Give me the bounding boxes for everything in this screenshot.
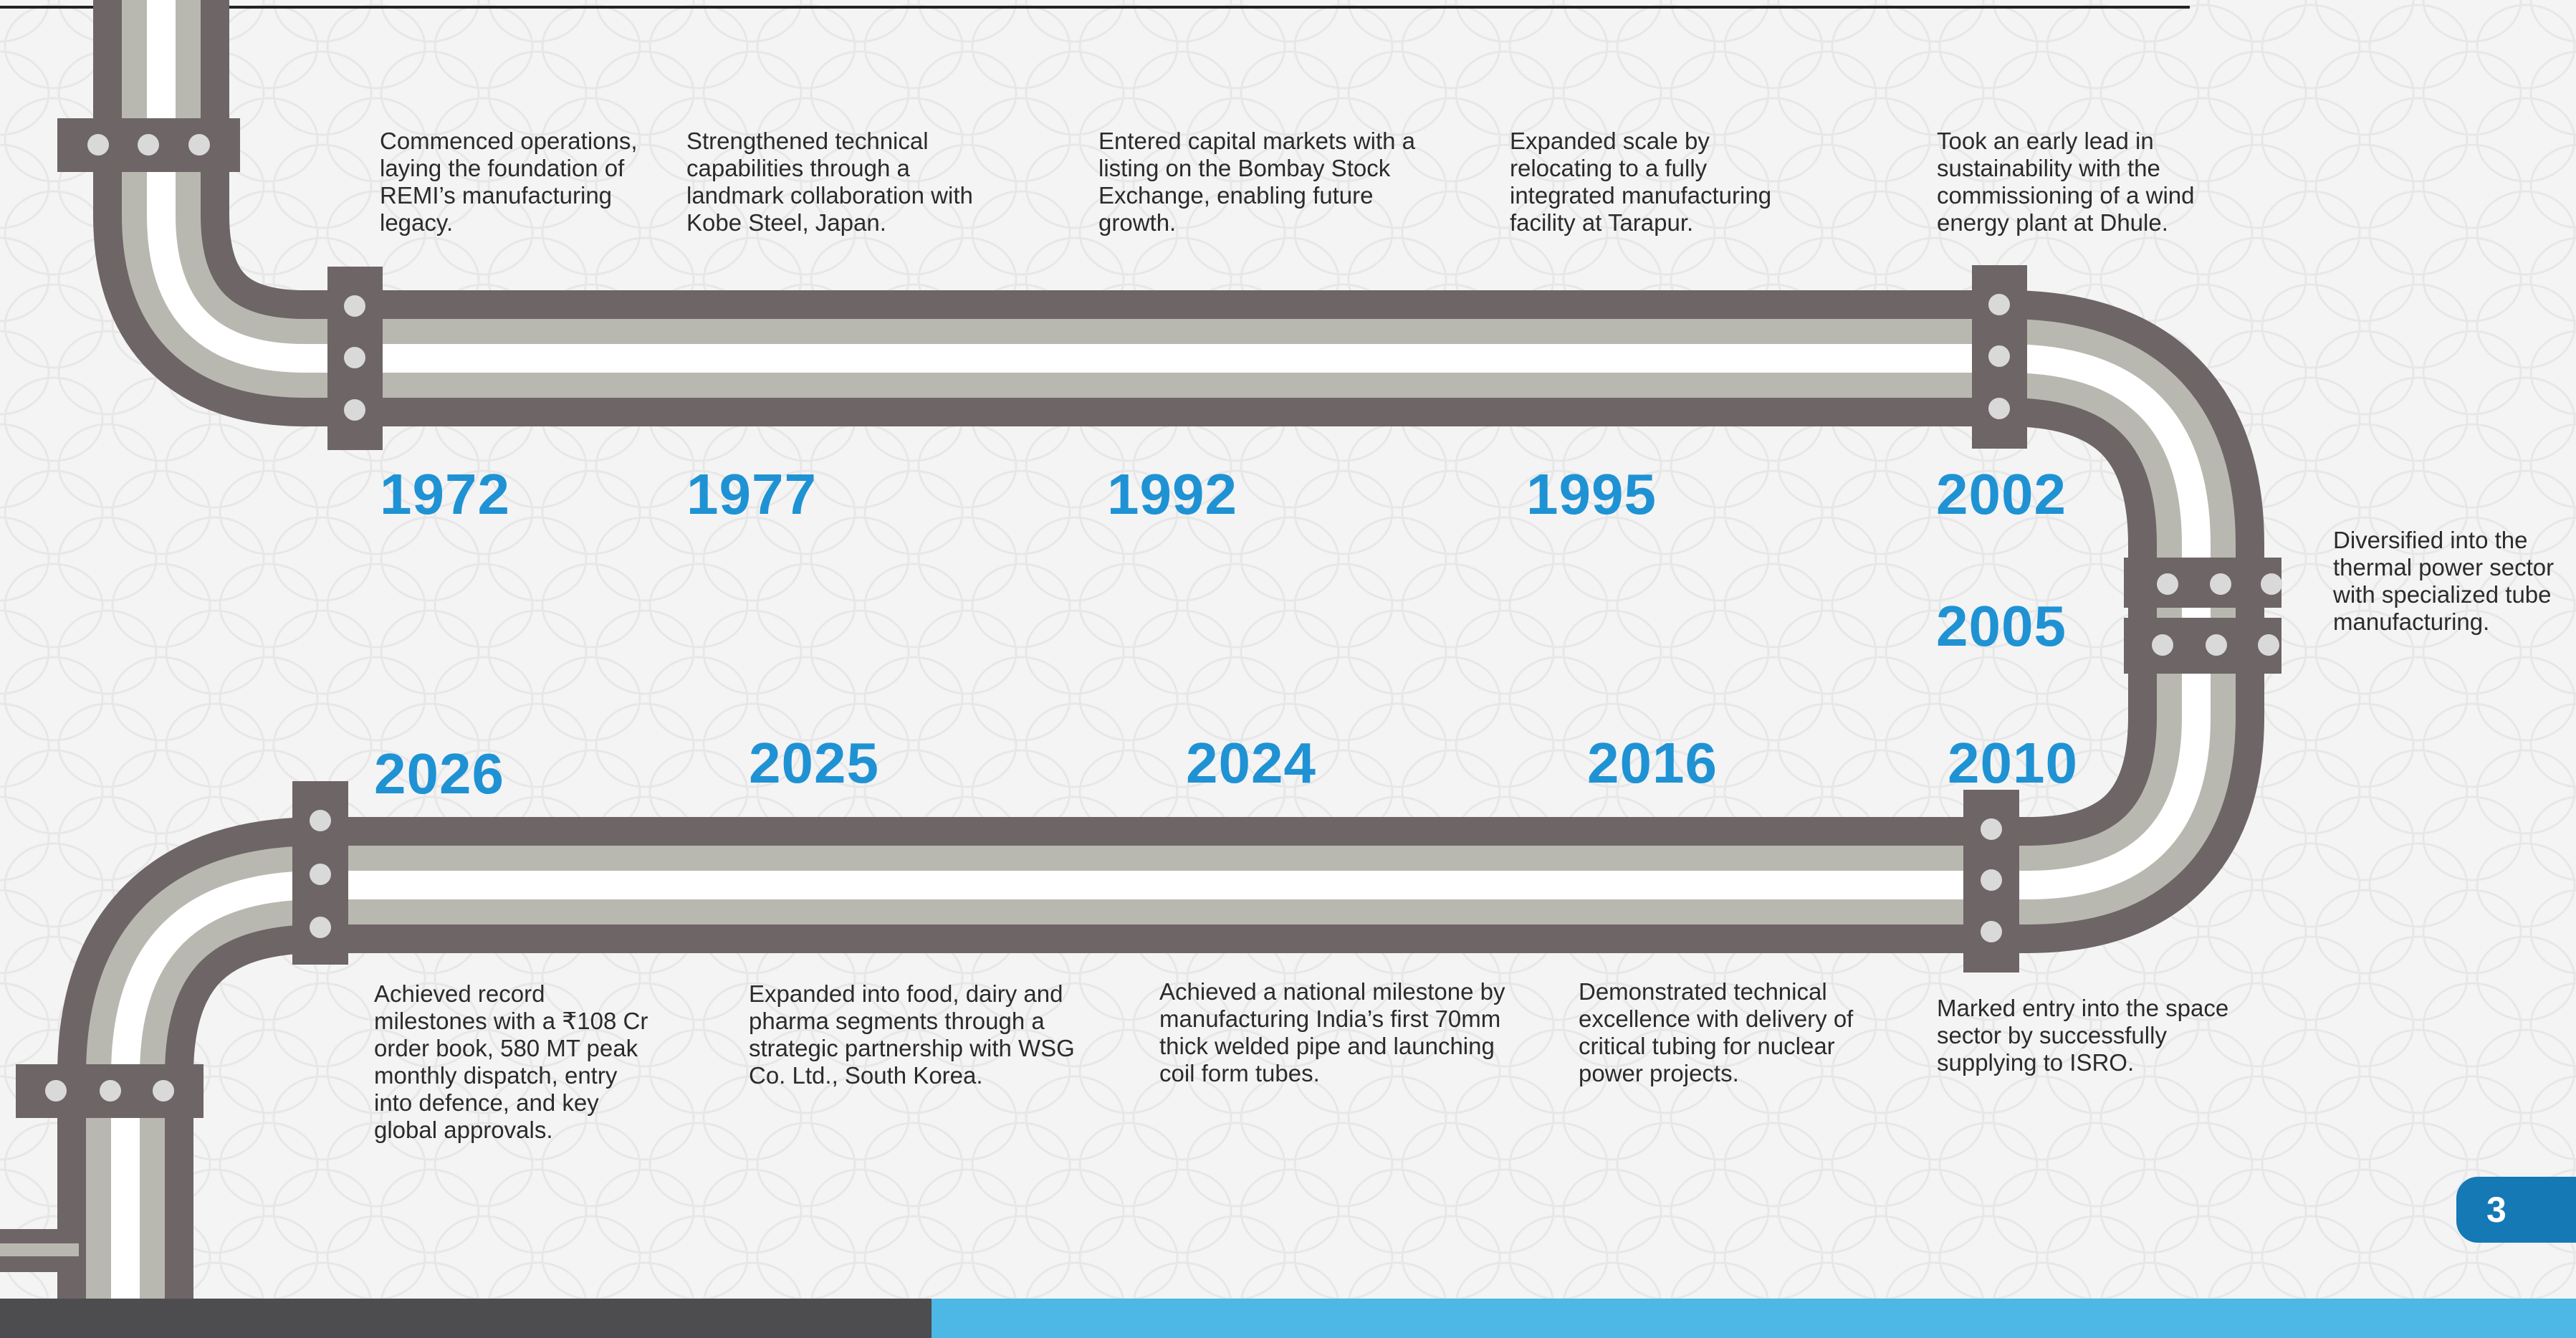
- milestone-2025-year: 2025: [749, 731, 879, 795]
- flange-1972: [327, 267, 383, 450]
- milestone-2005-text: Diversified into the thermal power secto…: [2333, 527, 2555, 635]
- flange-2005-lower: [2124, 618, 2281, 674]
- milestone-2002-year: 2002: [1936, 462, 2067, 526]
- milestone-2025-text: Expanded into food, dairy and pharma seg…: [749, 980, 1075, 1089]
- milestone-1992-year: 1992: [1107, 462, 1237, 526]
- flange-bottom-left: [16, 1064, 204, 1118]
- milestone-1995-text: Expanded scale by relocating to a fully …: [1510, 128, 1772, 236]
- milestone-1972-text: Commenced operations, laying the foundat…: [380, 128, 638, 236]
- milestone-2026-year: 2026: [374, 742, 504, 806]
- footer-blue-band: [896, 1299, 2576, 1338]
- milestone-1977-text: Strengthened technical capabilities thro…: [686, 128, 973, 236]
- flange-2010: [1963, 790, 2019, 973]
- flange-2005-upper: [2124, 558, 2282, 608]
- milestone-2026-text: Achieved record milestones with a ₹108 C…: [374, 980, 648, 1143]
- milestone-2010-text: Marked entry into the space sector by su…: [1937, 995, 2229, 1076]
- footer-dark-band: [0, 1299, 932, 1338]
- page-number-tab: 3: [2456, 1177, 2576, 1243]
- pipe-core: [111, 0, 2211, 1338]
- milestone-2016-text: Demonstrated technical excellence with d…: [1579, 978, 1854, 1086]
- milestone-2002-text: Took an early lead in sustainability wit…: [1937, 128, 2195, 236]
- flange-top-left: [57, 118, 240, 172]
- milestone-2024-year: 2024: [1186, 731, 1316, 795]
- milestone-2024-text: Achieved a national milestone by manufac…: [1159, 978, 1505, 1086]
- milestone-2005-year: 2005: [1936, 594, 2067, 658]
- milestone-1995-year: 1995: [1526, 462, 1657, 526]
- top-rule: [0, 6, 2190, 9]
- milestone-2016-year: 2016: [1587, 731, 1718, 795]
- page-number: 3: [2486, 1190, 2506, 1230]
- milestone-1992-text: Entered capital markets with a listing o…: [1098, 128, 1416, 236]
- milestone-1977-year: 1977: [686, 462, 817, 526]
- milestone-2010-year: 2010: [1948, 731, 2078, 795]
- milestone-1972-year: 1972: [380, 462, 510, 526]
- flange-2026: [292, 781, 348, 965]
- pipe-exit-bottom-left: [0, 1229, 79, 1272]
- flange-2002: [1972, 265, 2027, 449]
